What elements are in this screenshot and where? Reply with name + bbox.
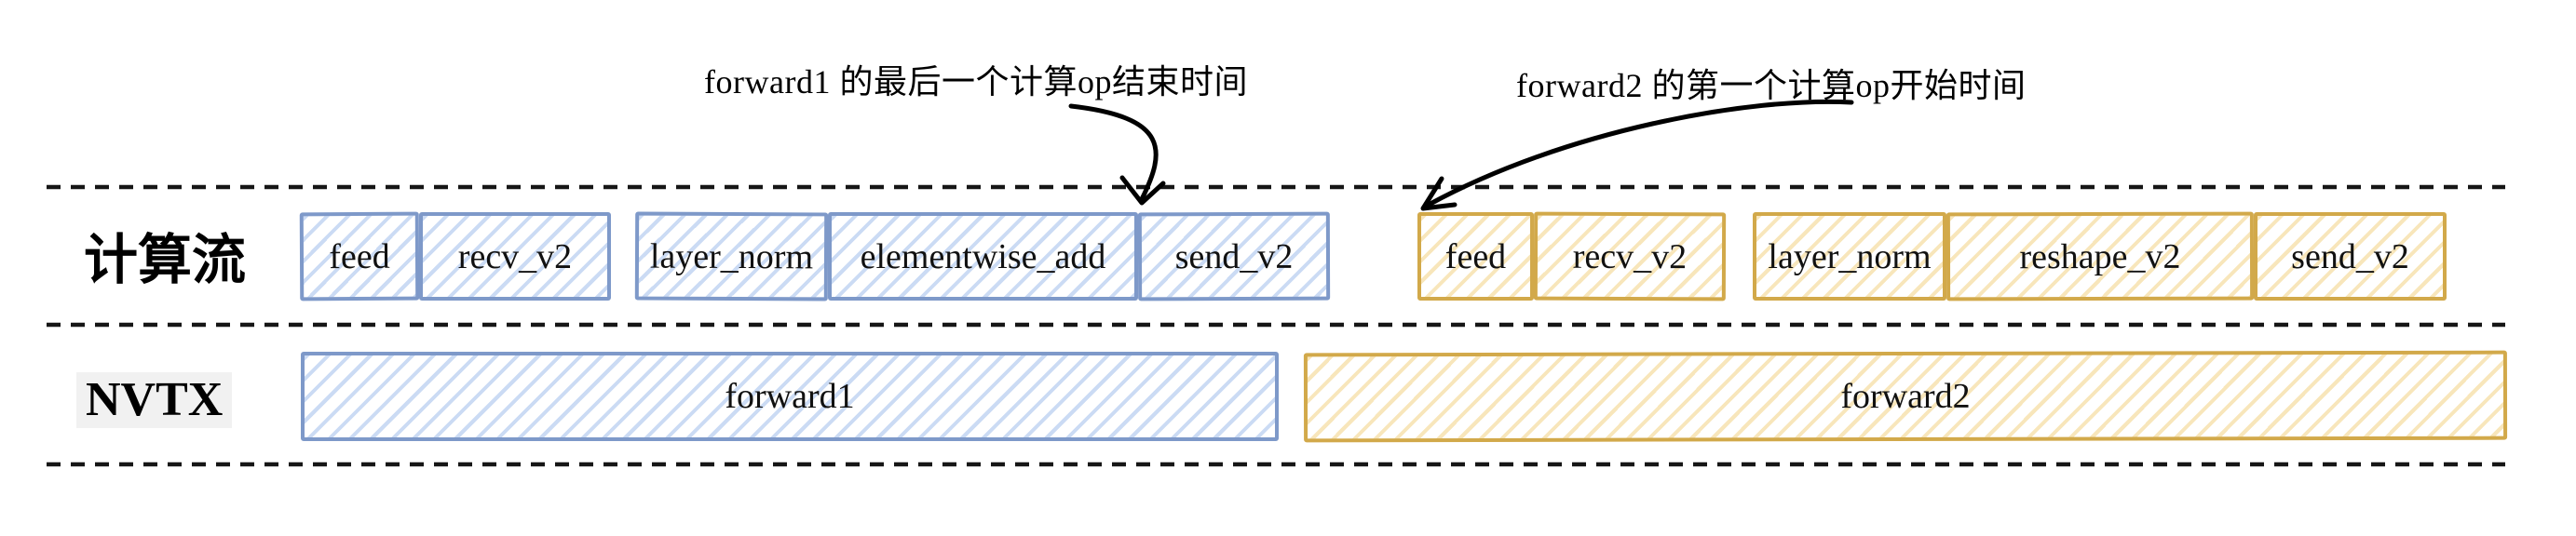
forward1-end-arrowhead-icon	[1119, 175, 1166, 206]
op-label: send_v2	[2291, 236, 2409, 276]
op-box-forward1-feed: feed	[299, 211, 420, 302]
op-box-forward2-reshape-v2: reshape_v2	[1946, 211, 2255, 302]
forward2-start-arrow	[1426, 99, 1854, 208]
op-label: recv_v2	[457, 236, 573, 276]
op-label: feed	[329, 236, 390, 276]
nvtx-range-label: forward1	[725, 377, 855, 416]
op-box-forward1-send-v2: send_v2	[1137, 211, 1331, 302]
forward1-end-arrow	[1068, 103, 1159, 202]
op-box-forward2-send-v2: send_v2	[2254, 212, 2447, 301]
op-label: recv_v2	[1572, 236, 1688, 276]
forward1-end-time-note: forward1 的最后一个计算op结束时间	[704, 63, 1248, 100]
op-box-forward2-layer-norm: layer_norm	[1753, 212, 1946, 301]
op-label: elementwise_add	[860, 236, 1106, 276]
op-label: layer_norm	[1768, 236, 1932, 276]
nvtx-range-forward1: forward1	[301, 352, 1279, 441]
compute-stream-row-label: 计算流	[84, 230, 247, 290]
nvtx-range-label: forward2	[1840, 376, 1971, 417]
forward2-start-arrowhead-icon	[1420, 176, 1457, 211]
annotation-arrows	[1068, 99, 1854, 211]
op-label: reshape_v2	[2019, 236, 2181, 276]
op-label: layer_norm	[649, 236, 814, 276]
op-box-forward2-recv-v2: recv_v2	[1533, 211, 1727, 302]
nvtx-row-label: NVTX	[76, 372, 233, 428]
op-box-forward2-feed: feed	[1417, 212, 1534, 301]
op-label: send_v2	[1174, 236, 1294, 276]
op-label: feed	[1444, 236, 1507, 276]
op-box-forward1-recv-v2: recv_v2	[419, 212, 611, 301]
forward2-start-time-note: forward2 的第一个计算op开始时间	[1516, 67, 2027, 104]
op-box-forward1-elementwise-add: elementwise_add	[828, 212, 1138, 301]
op-box-forward1-layer-norm: layer_norm	[634, 211, 829, 302]
nvtx-range-forward2: forward2	[1303, 350, 2508, 443]
